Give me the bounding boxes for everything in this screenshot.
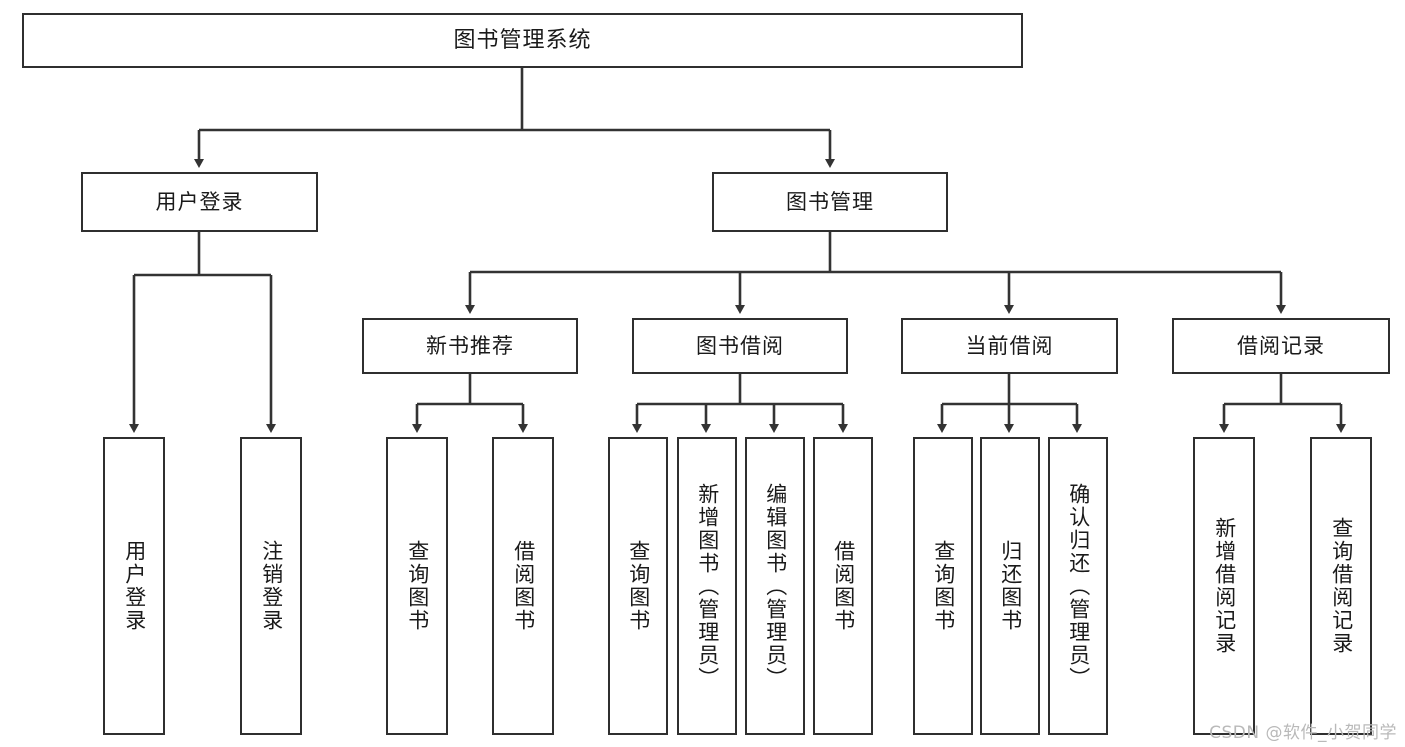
node-label: 用户登录 — [122, 540, 147, 632]
node-root-book-management-system[interactable]: 图书管理系统 — [22, 13, 1023, 68]
node-label: 借阅图书 — [831, 540, 856, 632]
leaf-query-book-borrow[interactable]: 查询图书 — [608, 437, 668, 735]
node-book-borrow[interactable]: 图书借阅 — [632, 318, 848, 374]
node-label: 新增借阅记录 — [1212, 517, 1237, 655]
node-label: 归还图书 — [998, 540, 1023, 632]
node-label: 确认归还（管理员） — [1066, 482, 1091, 690]
node-label: 查询借阅记录 — [1329, 517, 1354, 655]
leaf-add-borrow-record[interactable]: 新增借阅记录 — [1193, 437, 1255, 735]
node-label: 注销登录 — [259, 540, 284, 632]
leaf-query-borrow-record[interactable]: 查询借阅记录 — [1310, 437, 1372, 735]
node-borrow-record[interactable]: 借阅记录 — [1172, 318, 1390, 374]
node-current-borrow[interactable]: 当前借阅 — [901, 318, 1118, 374]
node-label: 编辑图书（管理员） — [763, 482, 788, 690]
leaf-borrow-book-recommend[interactable]: 借阅图书 — [492, 437, 554, 735]
node-label: 查询图书 — [931, 540, 956, 632]
node-label: 借阅记录 — [1237, 333, 1325, 358]
leaf-add-book-admin[interactable]: 新增图书（管理员） — [677, 437, 737, 735]
node-label: 借阅图书 — [511, 540, 536, 632]
node-label: 查询图书 — [405, 540, 430, 632]
leaf-query-book-current[interactable]: 查询图书 — [913, 437, 973, 735]
csdn-watermark: CSDN @软件_小贺同学 — [1209, 723, 1397, 743]
leaf-edit-book-admin[interactable]: 编辑图书（管理员） — [745, 437, 805, 735]
node-label: 图书借阅 — [696, 333, 784, 358]
node-label: 当前借阅 — [965, 333, 1054, 358]
leaf-user-login[interactable]: 用户登录 — [103, 437, 165, 735]
leaf-logout[interactable]: 注销登录 — [240, 437, 302, 735]
leaf-borrow-book[interactable]: 借阅图书 — [813, 437, 873, 735]
leaf-confirm-return-admin[interactable]: 确认归还（管理员） — [1048, 437, 1108, 735]
leaf-return-book[interactable]: 归还图书 — [980, 437, 1040, 735]
node-new-book-recommend[interactable]: 新书推荐 — [362, 318, 578, 374]
node-label: 图书管理系统 — [453, 27, 592, 53]
node-label: 查询图书 — [626, 540, 651, 632]
node-book-management[interactable]: 图书管理 — [712, 172, 948, 232]
leaf-query-book-recommend[interactable]: 查询图书 — [386, 437, 448, 735]
node-label: 新书推荐 — [426, 333, 514, 358]
node-user-login[interactable]: 用户登录 — [81, 172, 318, 232]
node-label: 新增图书（管理员） — [695, 482, 720, 690]
node-label: 用户登录 — [155, 189, 244, 214]
node-label: 图书管理 — [786, 189, 874, 214]
